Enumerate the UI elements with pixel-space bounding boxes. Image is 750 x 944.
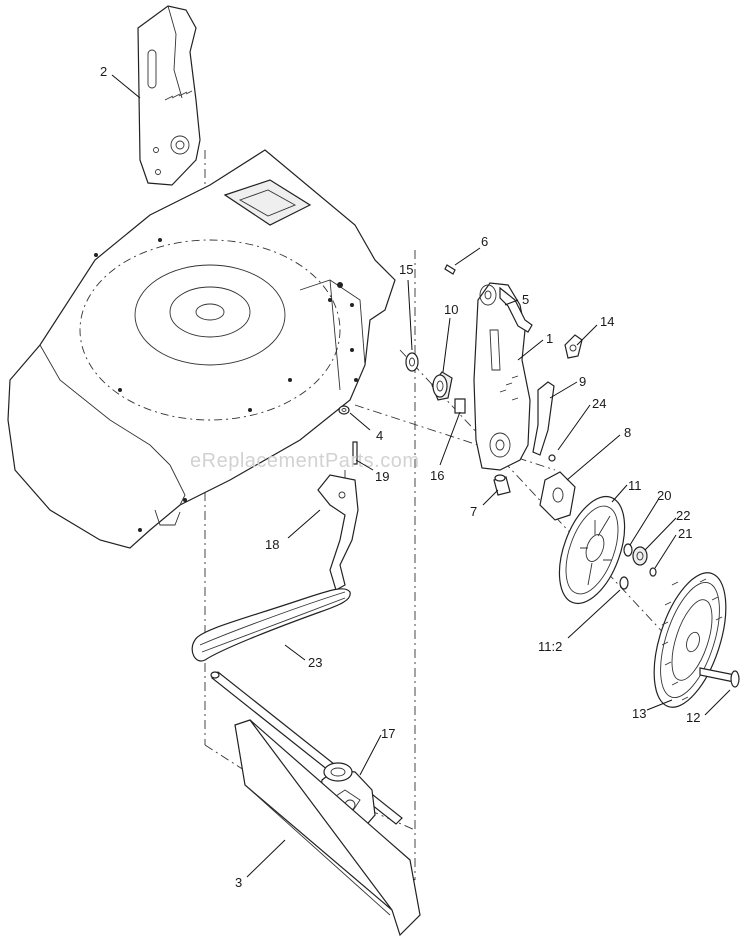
callout-leaders bbox=[111, 74, 731, 878]
part-24-screw[interactable] bbox=[548, 454, 556, 462]
callout-17[interactable]: 17 bbox=[381, 726, 395, 741]
callout-20[interactable]: 20 bbox=[657, 488, 671, 503]
callout-8[interactable]: 8 bbox=[624, 425, 631, 440]
part-1-adjust-plate[interactable] bbox=[473, 282, 531, 471]
callout-19[interactable]: 19 bbox=[375, 469, 389, 484]
part-20-washer[interactable] bbox=[623, 543, 633, 557]
part-21-clip[interactable] bbox=[649, 567, 657, 577]
callout-labels: 2 6 15 10 5 14 1 9 24 4 19 16 8 7 11 20 … bbox=[100, 64, 700, 890]
part-14-knob[interactable] bbox=[564, 334, 583, 359]
callout-11-2[interactable]: 11:2 bbox=[538, 639, 562, 654]
callout-15[interactable]: 15 bbox=[399, 262, 413, 277]
part-9-lever[interactable] bbox=[532, 381, 555, 456]
callout-1[interactable]: 1 bbox=[546, 331, 553, 346]
callout-12[interactable]: 12 bbox=[686, 710, 700, 725]
callout-3[interactable]: 3 bbox=[235, 875, 242, 890]
callout-4[interactable]: 4 bbox=[376, 428, 383, 443]
part-3-rear-flap[interactable] bbox=[234, 719, 421, 937]
part-18-cable-bracket[interactable] bbox=[317, 474, 359, 591]
callout-22[interactable]: 22 bbox=[676, 508, 690, 523]
callout-11[interactable]: 11 bbox=[628, 478, 642, 493]
part-4-nut[interactable] bbox=[338, 405, 350, 415]
callout-21[interactable]: 21 bbox=[678, 526, 692, 541]
part-12-wheel-bolt[interactable] bbox=[699, 667, 740, 688]
part-6-screw[interactable] bbox=[444, 264, 456, 275]
callout-23[interactable]: 23 bbox=[308, 655, 322, 670]
part-13-wheel[interactable] bbox=[640, 564, 740, 716]
callout-9[interactable]: 9 bbox=[579, 374, 586, 389]
callout-13[interactable]: 13 bbox=[632, 706, 646, 721]
callout-2[interactable]: 2 bbox=[100, 64, 107, 79]
part-10-gear[interactable] bbox=[431, 371, 453, 401]
callout-5[interactable]: 5 bbox=[522, 292, 529, 307]
part-23-belt[interactable] bbox=[191, 588, 351, 662]
watermark-text: eReplacementParts.com bbox=[190, 450, 419, 472]
part-15-washer[interactable] bbox=[405, 352, 419, 372]
callout-16[interactable]: 16 bbox=[430, 468, 444, 483]
callout-18[interactable]: 18 bbox=[265, 537, 279, 552]
callout-14[interactable]: 14 bbox=[600, 314, 614, 329]
part-16-bearing[interactable] bbox=[454, 398, 466, 414]
part-8-bracket[interactable] bbox=[539, 471, 576, 521]
callout-6[interactable]: 6 bbox=[481, 234, 488, 249]
part-19-pin[interactable] bbox=[352, 441, 358, 465]
part-11-2-washer[interactable] bbox=[619, 576, 629, 590]
part-11-drive-gear[interactable] bbox=[547, 488, 638, 612]
callout-7[interactable]: 7 bbox=[470, 504, 477, 519]
mower-deck[interactable] bbox=[7, 149, 396, 549]
callout-10[interactable]: 10 bbox=[444, 302, 458, 317]
callout-24[interactable]: 24 bbox=[592, 396, 606, 411]
part-2-height-bracket[interactable] bbox=[137, 5, 201, 186]
part-5-spring[interactable] bbox=[499, 286, 533, 333]
part-22-pinion[interactable] bbox=[632, 546, 648, 566]
